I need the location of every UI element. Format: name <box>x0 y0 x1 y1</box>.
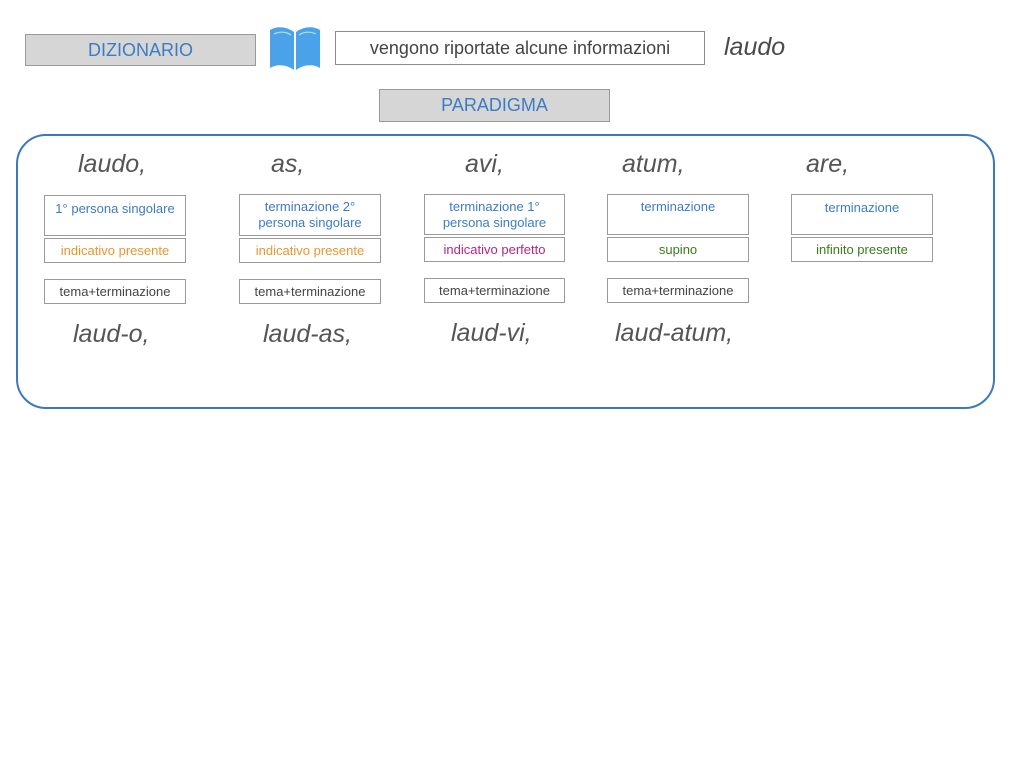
desc-cell-1: 1° persona singolare <box>44 195 186 236</box>
grammar-cell-3: indicativo perfetto <box>424 237 565 262</box>
principal-part-4: atum, <box>622 150 685 178</box>
split-label-cell-1: tema+terminazione <box>44 279 186 304</box>
dizionario-label: DIZIONARIO <box>25 34 256 66</box>
principal-part-5: are, <box>806 150 850 178</box>
split-label-cell-2: tema+terminazione <box>239 279 381 304</box>
info-text-box: vengono riportate alcune informazioni <box>335 31 705 65</box>
grammar-cell-5: infinito presente <box>791 237 933 262</box>
principal-part-1: laudo, <box>78 150 147 178</box>
grammar-cell-1: indicativo presente <box>44 238 186 263</box>
desc-cell-5: terminazione <box>791 194 933 235</box>
grammar-cell-4: supino <box>607 237 749 262</box>
split-form-1: laud-o, <box>73 320 150 348</box>
open-book-icon <box>268 24 322 74</box>
principal-part-2: as, <box>271 150 305 178</box>
split-form-4: laud-atum, <box>615 319 734 347</box>
split-form-3: laud-vi, <box>451 319 532 347</box>
split-form-2: laud-as, <box>263 320 352 348</box>
principal-part-3: avi, <box>465 150 504 178</box>
desc-cell-4: terminazione <box>607 194 749 235</box>
split-label-cell-4: tema+terminazione <box>607 278 749 303</box>
lemma-title: laudo <box>724 33 786 61</box>
desc-cell-3: terminazione 1° persona singolare <box>424 194 565 235</box>
paradigma-label: PARADIGMA <box>379 89 610 122</box>
paradigm-panel <box>16 134 995 409</box>
split-label-cell-3: tema+terminazione <box>424 278 565 303</box>
grammar-cell-2: indicativo presente <box>239 238 381 263</box>
desc-cell-2: terminazione 2° persona singolare <box>239 194 381 236</box>
